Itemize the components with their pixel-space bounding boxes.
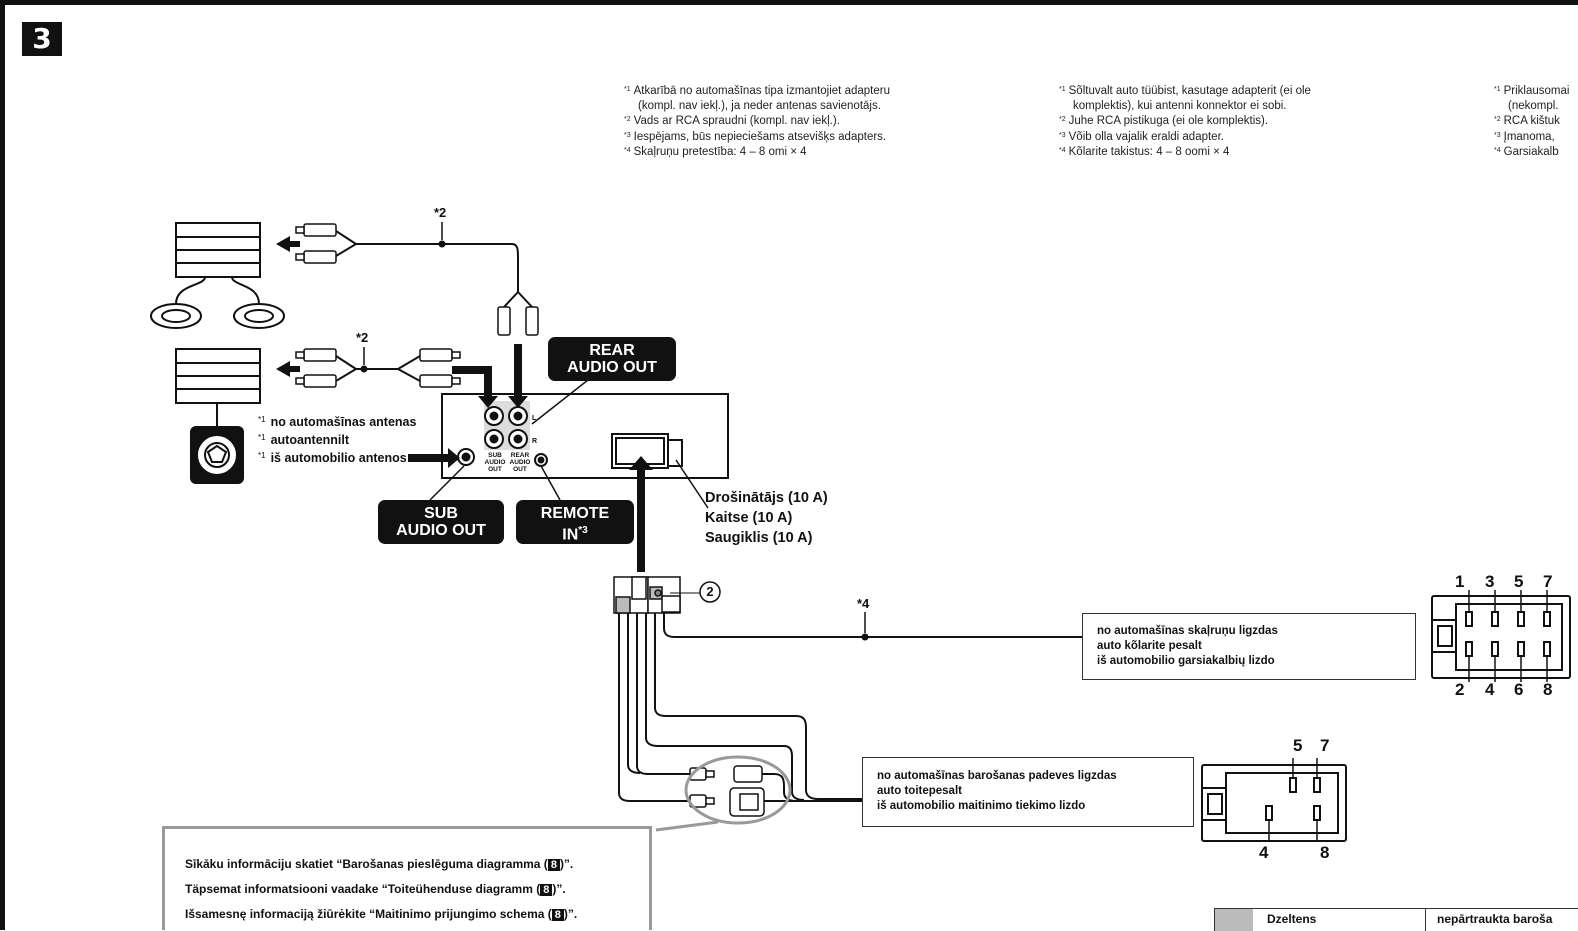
pin-number: 4 [1259,843,1269,862]
jack-label-rear: REAR AUDIO OUT [509,452,531,473]
amplifier-icon-top [175,222,261,278]
power-connector-pinout [1201,764,1347,842]
reference-line: Išsamesnę informaciją žiūrėkite “Maitini… [185,907,578,921]
jack-label-r: R [532,438,538,445]
pin-number: 1 [1455,572,1465,591]
speaker-connector-label-box: no automašīnas skaļruņu ligzdas auto kõl… [1082,613,1416,680]
section-ref-badge: 8 [551,909,564,921]
wire-color-cell: Dzeltens [1267,912,1317,926]
speaker-icon-right [233,303,285,329]
power-diagram-reference-box: Sīkāku informāciju skatiet “Barošanas pi… [162,826,652,930]
pin-number: 4 [1485,680,1495,699]
pin-number: 7 [1320,736,1330,755]
jack-label-sub: SUB AUDIO OUT [484,452,506,473]
section-number-badge: 3 [22,22,62,56]
fuse-label: Drošinātājs (10 A)Kaitse (10 A)Saugiklis… [705,490,828,546]
pin-number: 5 [1293,736,1303,755]
pin-number: 3 [1485,572,1495,591]
pin-number: 7 [1543,572,1553,591]
reference-line: Sīkāku informāciju skatiet “Barošanas pi… [185,857,574,871]
harness-number: 2 [706,584,714,599]
pin-number: 5 [1514,572,1524,591]
cable-mark-upper: *2 [434,205,447,220]
pin-number: 8 [1320,843,1330,862]
pin-number: 2 [1455,680,1465,699]
pin-number: 6 [1514,680,1524,699]
jack-label-l: L [532,415,537,422]
antenna-socket-icon [190,426,244,484]
speaker-icon-left [150,303,202,329]
harness-connector [613,576,681,614]
power-connector-label-box: no automašīnas barošanas padeves ligzdas… [862,757,1194,827]
pin-number: 8 [1543,680,1553,699]
amplifier-icon-bottom [175,348,261,404]
wire-color-table: Dzeltens nepārtraukta baroša [1214,908,1578,931]
cable-mark-lower: *2 [356,330,369,345]
head-unit [441,393,729,479]
section-ref-badge: 8 [540,884,553,896]
reference-line: Täpsemat informatsiooni vaadake “Toiteüh… [185,882,566,896]
speaker-connector-pinout [1431,595,1571,679]
section-ref-badge: 8 [547,859,560,871]
wire-function-cell: nepārtraukta baroša [1437,912,1553,926]
cable-mark-speaker: *4 [857,596,870,611]
